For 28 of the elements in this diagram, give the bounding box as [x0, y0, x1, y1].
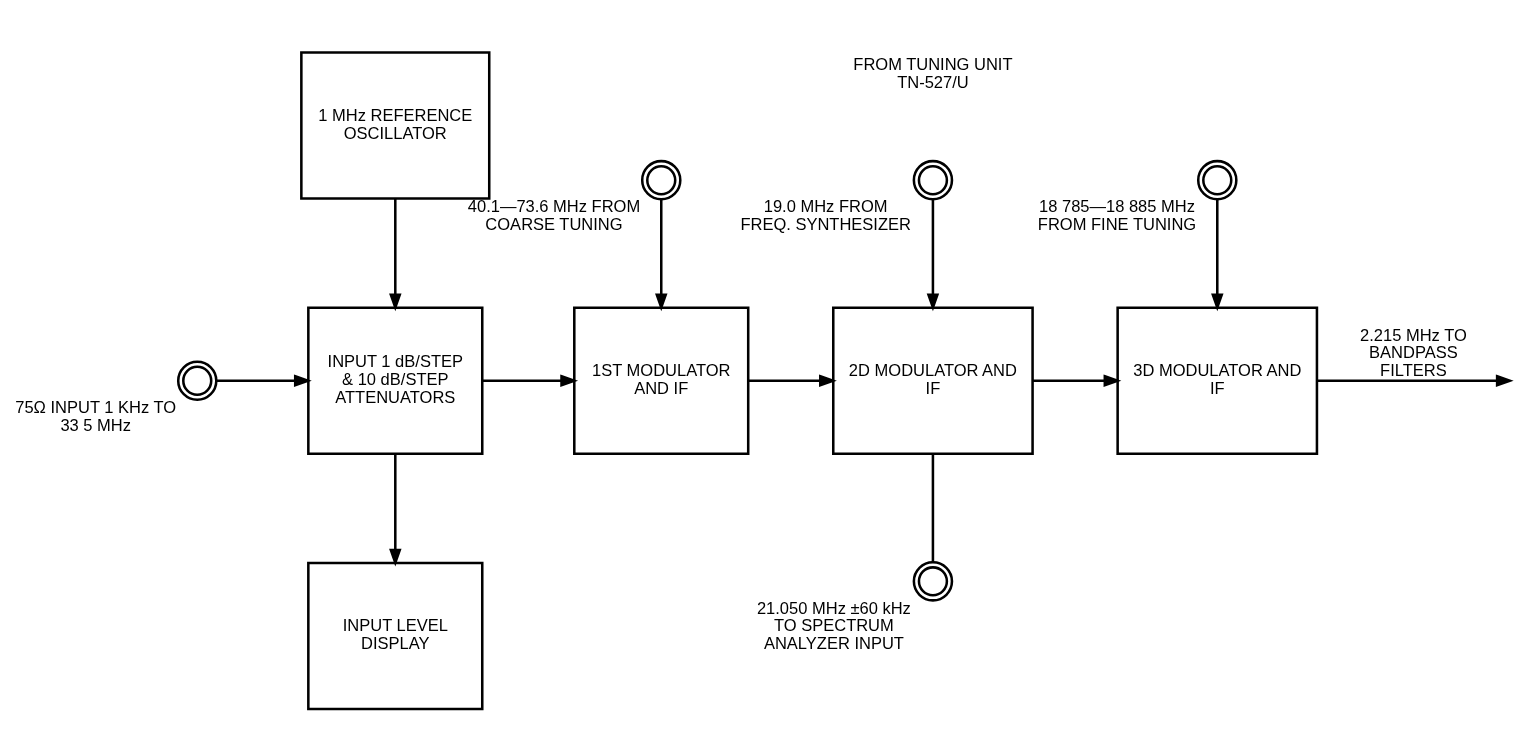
arrow	[1211, 199, 1224, 311]
node-box: 1 MHz REFERENCE OSCILLATOR	[300, 50, 491, 200]
node-box: INPUT LEVEL DISPLAY	[307, 561, 484, 710]
connector	[931, 453, 935, 562]
arrow	[389, 453, 402, 566]
arrow	[1317, 374, 1514, 387]
node-box: INPUT 1 dB/STEP & 10 dB/STEP ATTENUATORS	[307, 306, 484, 455]
node-box: 1ST MODULATOR AND IF	[573, 306, 750, 455]
label: FROM TUNING UNIT TN-527/U	[853, 54, 1013, 91]
node-circle	[912, 560, 954, 602]
node-circle	[176, 359, 218, 401]
node-circle	[640, 159, 682, 200]
node-box: 3D MODULATOR AND IF	[1116, 306, 1319, 455]
node-label: 18 785—18 885 MHz FROM FINE TUNING	[1037, 196, 1197, 233]
arrow	[1032, 374, 1122, 387]
node-label: 21.050 MHz ±60 kHz TO SPECTRUM ANALYZER INPUT	[756, 598, 911, 652]
node-box: 2D MODULATOR AND IF	[832, 306, 1034, 455]
arrow	[216, 374, 312, 387]
arrow	[482, 374, 579, 387]
node-label: 75Ω INPUT 1 KHz TO 33 5 MHz	[15, 397, 177, 434]
node-circle	[912, 159, 954, 200]
arrow	[748, 374, 837, 387]
node-label: 19.0 MHz FROM FREQ. SYNTHESIZER	[740, 196, 911, 233]
arrow	[655, 199, 668, 311]
edge-label: 2.215 MHz TO BANDPASS FILTERS	[1360, 325, 1467, 379]
node-circle	[1197, 159, 1238, 200]
arrow	[926, 199, 940, 311]
arrow	[389, 198, 402, 311]
